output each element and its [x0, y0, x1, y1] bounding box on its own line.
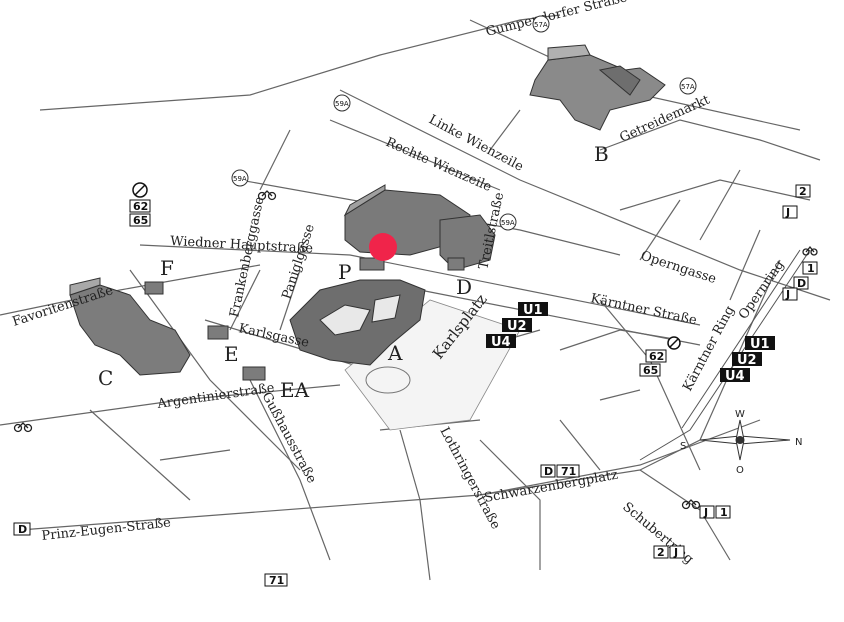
- building-labels: A B C D E EA F P: [98, 142, 609, 402]
- building-e: [207, 325, 229, 340]
- line-box: 2: [653, 545, 669, 559]
- street-kaerntner-strasse: Kärntner Straße: [589, 291, 698, 328]
- building-label-p: P: [338, 260, 351, 284]
- street-paniglgasse: Paniglgasse: [280, 222, 318, 301]
- svg-text:62: 62: [133, 200, 148, 213]
- svg-text:D: D: [544, 465, 553, 478]
- svg-text:71: 71: [561, 465, 576, 478]
- line-boxes: 62 65 2 J 1 D J 62 65 D 71 J 1 2 J D 71: [13, 184, 818, 587]
- building-d-annex: [447, 257, 465, 271]
- line-box: 62: [129, 199, 151, 213]
- ubahn-group-ring: U1 U2 U4: [720, 336, 775, 384]
- ring-boulevard: [639, 249, 811, 461]
- svg-text:71: 71: [269, 574, 284, 587]
- svg-text:59A: 59A: [335, 100, 349, 108]
- building-a: [289, 279, 426, 366]
- buildings: [69, 44, 666, 381]
- bicycle-icon: [681, 499, 701, 510]
- location-marker[interactable]: [369, 233, 397, 261]
- line-box: D: [13, 522, 31, 536]
- street-operngasse: Operngasse: [639, 249, 718, 288]
- building-p: [359, 257, 385, 271]
- street-wiedner-hauptstrasse: Wiedner Hauptstraße: [170, 234, 314, 256]
- bus-stop: 57A: [532, 15, 550, 33]
- line-box: 71: [556, 464, 580, 478]
- line-box: 65: [129, 213, 151, 227]
- bicycle-icon: [802, 245, 818, 256]
- line-box: J: [782, 205, 798, 219]
- main-building: [343, 184, 496, 271]
- bicycle-icon: [257, 190, 277, 201]
- building-label-b: B: [594, 142, 609, 166]
- svg-text:62: 62: [649, 350, 664, 363]
- building-ea: [242, 366, 266, 381]
- street-lothringer: Lothringerstraße: [436, 425, 503, 532]
- svg-text:2: 2: [799, 185, 807, 198]
- svg-text:57A: 57A: [534, 21, 548, 29]
- compass-rose: N S O W: [680, 409, 802, 476]
- bus-stops: 57A 57A 59A 59A 59A: [231, 15, 697, 231]
- line-box: J: [669, 545, 685, 559]
- svg-text:59A: 59A: [233, 175, 247, 183]
- line-box: 71: [264, 573, 288, 587]
- building-label-f: F: [160, 256, 174, 280]
- building-label-d: D: [456, 275, 472, 299]
- svg-text:J: J: [785, 206, 790, 219]
- svg-text:2: 2: [657, 546, 665, 559]
- svg-text:65: 65: [133, 214, 148, 227]
- ubahn-badge: U1: [523, 303, 543, 318]
- ubahn-badge: U1: [750, 337, 770, 352]
- compass-w: W: [735, 409, 745, 420]
- svg-text:J: J: [703, 506, 708, 519]
- building-b-complex: [529, 44, 666, 131]
- building-label-a: A: [387, 341, 403, 365]
- svg-text:1: 1: [720, 506, 728, 519]
- svg-text:57A: 57A: [681, 83, 695, 91]
- line-box: D: [793, 276, 809, 290]
- line-box: 2: [795, 184, 811, 198]
- ubahn-badge: U2: [737, 353, 757, 368]
- line-box: 65: [639, 363, 661, 377]
- building-c-complex: [69, 277, 191, 376]
- building-label-e: E: [224, 342, 239, 366]
- svg-text:1: 1: [807, 262, 815, 275]
- compass-n: N: [795, 437, 802, 448]
- bus-stop: 59A: [231, 169, 249, 187]
- building-f: [144, 281, 164, 295]
- no-parking-icon: [132, 182, 148, 198]
- compass-o: O: [736, 465, 744, 476]
- svg-text:65: 65: [643, 364, 658, 377]
- svg-text:59A: 59A: [501, 219, 515, 227]
- svg-text:J: J: [785, 288, 790, 301]
- no-parking-icon: [667, 336, 681, 350]
- building-label-c: C: [98, 366, 113, 390]
- karlsplatz-pond: [365, 366, 411, 394]
- ubahn-badge: U4: [725, 369, 745, 384]
- ubahn-group-karlsplatz: U1 U2 U4: [486, 302, 548, 350]
- line-box: 1: [802, 261, 818, 275]
- svg-text:J: J: [673, 546, 678, 559]
- line-box: J: [782, 287, 798, 301]
- bus-stop: 59A: [499, 213, 517, 231]
- line-box: D: [540, 464, 556, 478]
- svg-text:D: D: [797, 277, 806, 290]
- line-box: 1: [715, 505, 731, 519]
- bus-stop: 57A: [679, 77, 697, 95]
- street-gumpendorfer: Gumpendorfer Straße: [484, 0, 629, 40]
- bicycle-icon: [13, 422, 33, 433]
- line-box: J: [699, 505, 715, 519]
- street-frankenberggasse: Frankenberggasse: [227, 195, 267, 319]
- bus-stop: 59A: [333, 94, 351, 112]
- street-prinz-eugen: Prinz-Eugen-Straße: [41, 515, 172, 544]
- compass-s: S: [680, 441, 686, 452]
- line-box: 62: [645, 349, 667, 363]
- building-label-ea: EA: [280, 378, 310, 402]
- ubahn-badge: U2: [507, 319, 527, 334]
- ubahn-badge: U4: [491, 335, 511, 350]
- svg-text:D: D: [18, 523, 27, 536]
